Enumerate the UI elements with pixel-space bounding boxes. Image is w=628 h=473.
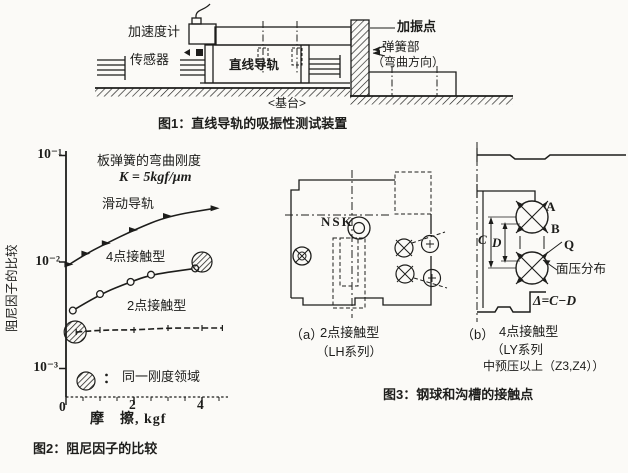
ytick-1e-1: 10⁻¹: [37, 146, 62, 161]
spring-part-label: 弹簧部: [382, 40, 420, 54]
figure2-caption: 图2：阻尼因子的比较: [33, 441, 158, 456]
marker-arrow: [101, 240, 111, 247]
ground-hatching: [95, 87, 513, 105]
figure3b-subtitle-1: （LY系列: [491, 343, 543, 357]
annotation-leaders: [542, 241, 563, 271]
contact-point-a-label: A: [546, 199, 556, 214]
marker-arrow: [210, 205, 220, 212]
dim-c-label: C: [478, 232, 487, 247]
same-stiffness-region-circle: [191, 251, 213, 273]
chart-curves: [63, 205, 223, 344]
figure2-x-axis-label: 摩 擦, kgf: [90, 412, 167, 427]
linear-guide-carriage: [97, 21, 350, 84]
figure3a-subtitle: （LH系列）: [316, 345, 382, 359]
ytick-1e-3: 10⁻³: [33, 359, 58, 374]
pressure-distribution-label: 面压分布: [556, 262, 607, 276]
chart-axes: [59, 151, 228, 405]
legend-same-stiffness-label: 同一刚度领域: [122, 369, 201, 384]
grease-nipple: [347, 216, 371, 240]
spring-column: [350, 19, 457, 97]
linear-guide-label: 直线导轨: [229, 58, 280, 72]
contact-point-b-label: B: [551, 221, 560, 236]
series-label-4point: 4点接触型: [106, 249, 166, 264]
accelerometer-label: 加速度计: [128, 24, 181, 39]
xtick-0: 0: [59, 399, 66, 414]
stiffness-value: K = 5kgf/μm: [119, 170, 192, 185]
figure3a-index: （a）: [290, 327, 324, 342]
legend-colon: ：: [103, 370, 117, 386]
base-label: <基台>: [268, 96, 307, 110]
marker-arrow: [81, 250, 91, 257]
marker-open-circle: [68, 306, 77, 315]
leader-lines: [370, 27, 395, 57]
figure3b-title: 4点接触型: [499, 324, 559, 339]
figure3b-index: （b）: [461, 327, 495, 342]
marker-arrow: [64, 261, 74, 268]
marker-open-circle: [146, 270, 156, 279]
contact-arrowheads: [516, 201, 548, 284]
ytick-1e-2: 10⁻²: [35, 253, 60, 268]
xtick-4: 4: [197, 397, 204, 412]
figure1-drawing: [95, 3, 513, 105]
same-stiffness-region-circle: [63, 320, 87, 344]
stiffness-annotation: 板弹簧的弯曲刚度: [97, 153, 202, 168]
sensor-label: 传感器: [130, 52, 170, 67]
series-line-2点接触型: [76, 327, 223, 333]
xtick-2: 2: [129, 397, 136, 412]
beam-and-accelerometer: [188, 3, 352, 46]
figure2-chart: [59, 151, 228, 405]
bending-direction-label: （弯曲方向）: [372, 55, 445, 69]
nsk-brand-label: NSK: [321, 214, 354, 229]
figure1-caption: 图1：直线导轨的吸振性测试装置: [158, 116, 348, 131]
force-q-label: Q: [564, 237, 575, 252]
figure3b-subtitle-2: 中预压以上（Z3,Z4））: [483, 359, 605, 373]
balls-with-contact-arrows: [515, 200, 549, 285]
series-label-sliding-guide: 滑动导轨: [102, 196, 155, 211]
marker-arrow: [129, 226, 138, 233]
marker-open-circle: [95, 290, 105, 299]
rail-outline: [285, 170, 432, 318]
figure3a-drawing: [285, 170, 448, 318]
delta-formula-label: Δ=C−D: [533, 293, 577, 308]
marker-open-circle: [126, 277, 135, 286]
dimension-lines: [488, 216, 520, 269]
figure3-caption: 图3：钢球和沟槽的接触点: [383, 387, 534, 402]
sensor-probe: [184, 49, 203, 56]
figure3b-drawing: [476, 142, 626, 322]
mount-bolt: [292, 246, 312, 266]
series-label-2point: 2点接触型: [127, 298, 187, 313]
figure3a-title: 2点接触型: [320, 325, 380, 340]
excitation-point-label: 加振点: [397, 19, 437, 34]
marker-arrow: [163, 213, 172, 220]
figure2-y-axis-label: 阻尼因子的比较: [5, 244, 19, 332]
rail-profile: [476, 142, 626, 322]
same-stiffness-legend-marker: [76, 371, 96, 391]
contact-balls: [394, 231, 448, 289]
dim-d-label: D: [492, 235, 502, 250]
